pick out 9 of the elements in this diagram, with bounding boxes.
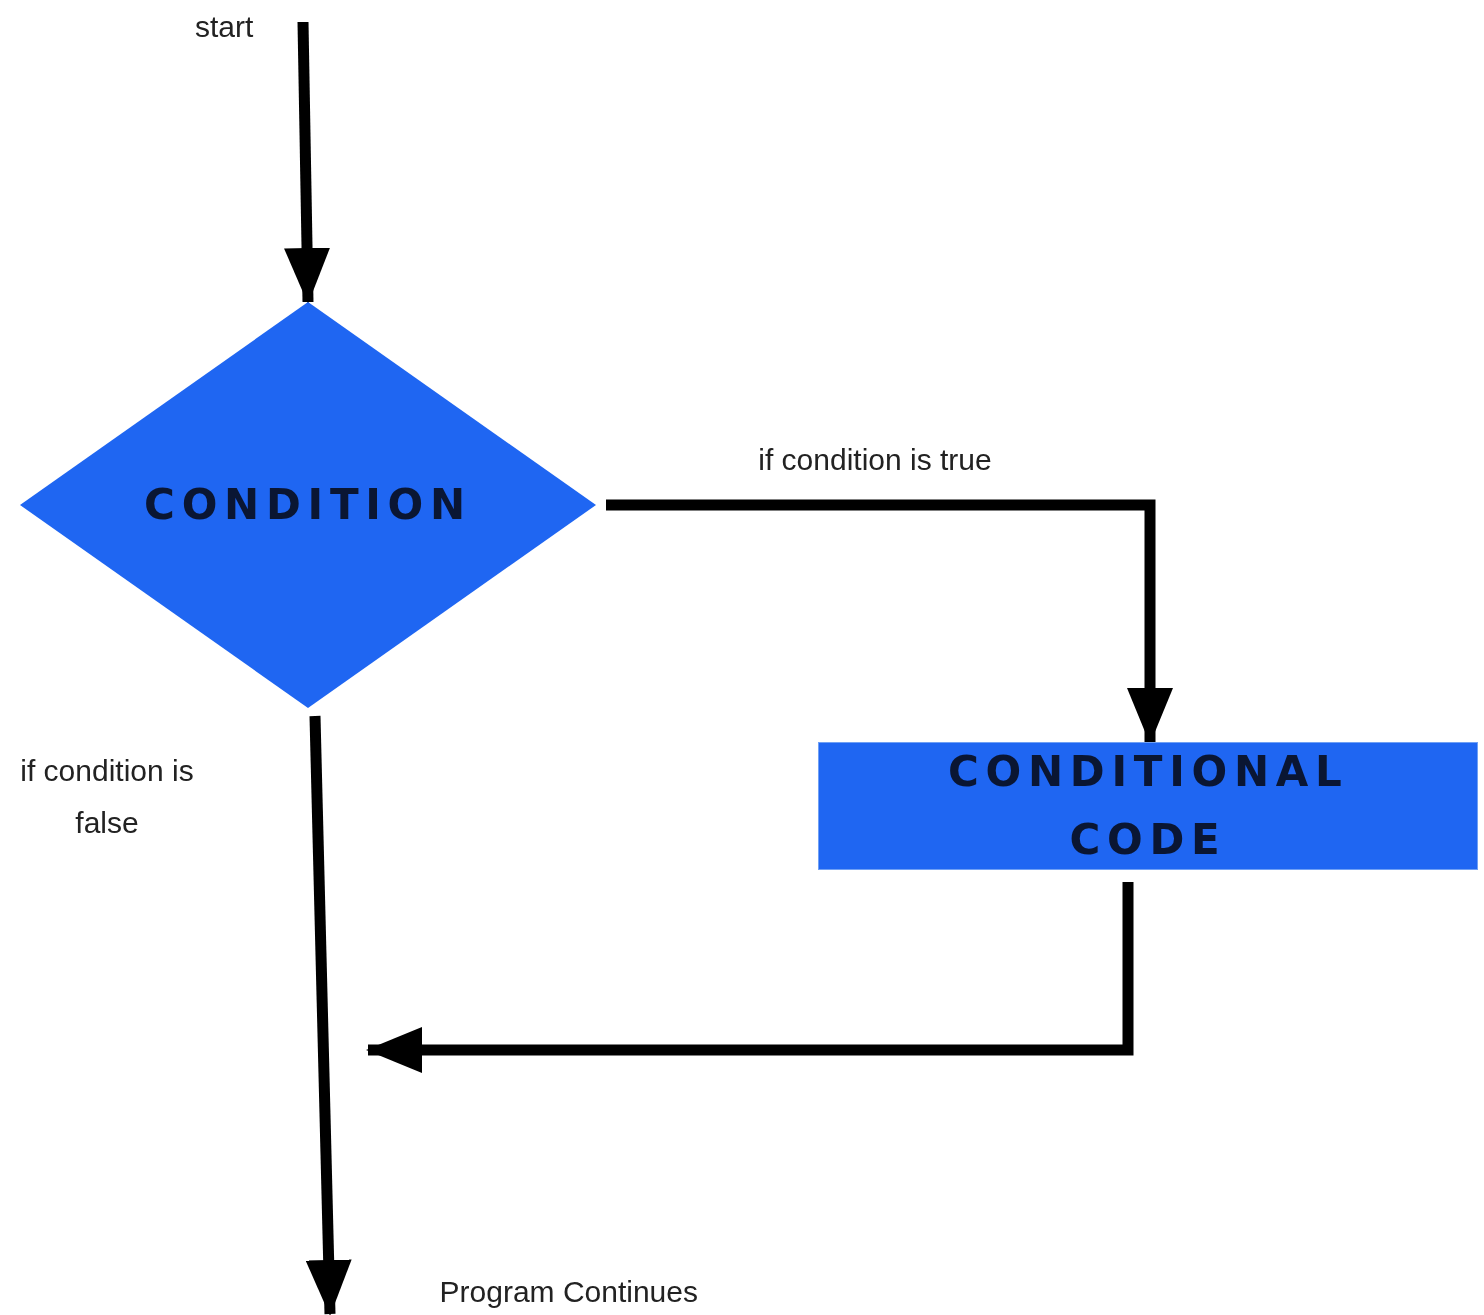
process-box (818, 742, 1478, 870)
arrow (606, 499, 1173, 744)
arrow (284, 21, 331, 304)
flow-text: Program Continues (439, 1274, 698, 1310)
condition-text: CONDITION (143, 479, 473, 531)
arrow (305, 715, 352, 1315)
flow-text: start (195, 9, 254, 45)
arrow (366, 882, 1134, 1073)
code-text: CONDITIONAL CODE (948, 746, 1348, 866)
